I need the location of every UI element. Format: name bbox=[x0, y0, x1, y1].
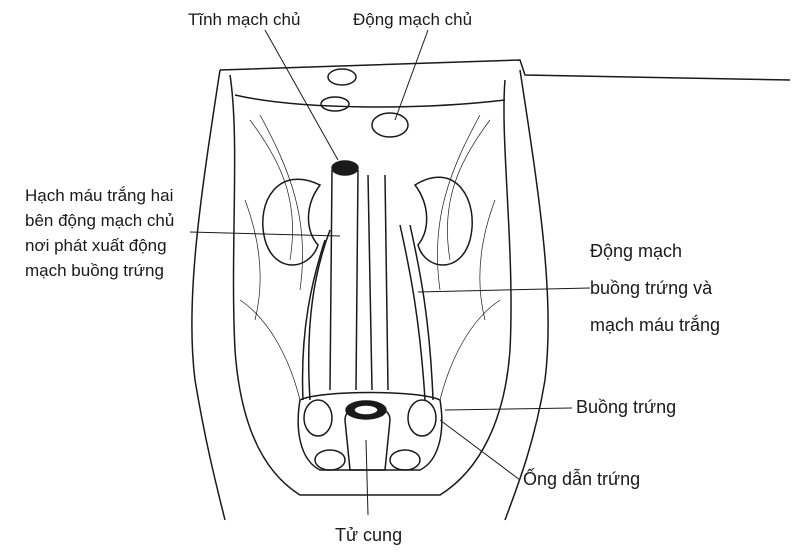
left-ovary bbox=[303, 399, 333, 437]
label-line: buồng trứng và bbox=[590, 278, 713, 298]
label-line: nơi phát xuất động bbox=[25, 236, 167, 255]
pelvic-structure-right bbox=[389, 449, 421, 471]
label-fallopian-tube: Ống dẫn trứng bbox=[523, 469, 641, 489]
label-lymph-nodes: Hạch máu trắng hai bên động mạch chủ nơi… bbox=[25, 183, 174, 283]
label-ovarian-artery: Động mạch buồng trứng và mạch máu trắng bbox=[590, 233, 720, 344]
label-vena-cava: Tĩnh mạch chủ bbox=[188, 10, 301, 29]
aorta-cut-top bbox=[371, 112, 409, 138]
label-uterus: Tử cung bbox=[335, 525, 403, 545]
cut-edge bbox=[234, 94, 506, 108]
label-ovary: Buồng trứng bbox=[576, 397, 677, 417]
pelvic-structure-left bbox=[314, 449, 346, 471]
right-ovary bbox=[407, 399, 437, 437]
leader-lines bbox=[189, 29, 591, 516]
vena-cava-cut bbox=[331, 160, 359, 176]
ovarian-vessel-left-2 bbox=[301, 239, 326, 401]
ovarian-vessel-left bbox=[307, 229, 331, 401]
label-aorta: Động mạch chủ bbox=[353, 10, 473, 29]
rectum-lumen bbox=[353, 404, 379, 416]
label-line: Hạch máu trắng hai bbox=[25, 186, 174, 205]
abdominal-wall bbox=[219, 59, 791, 496]
label-line: bên động mạch chủ bbox=[25, 211, 175, 230]
label-line: Động mạch bbox=[590, 241, 683, 261]
ovarian-vessel-right bbox=[399, 224, 426, 401]
left-kidney bbox=[262, 178, 322, 266]
vena-cava bbox=[329, 169, 359, 391]
torso-outline bbox=[191, 69, 549, 521]
label-line: mạch buồng trứng bbox=[25, 261, 164, 280]
ovarian-vessel-right-2 bbox=[409, 224, 434, 401]
label-line: mạch máu trắng bbox=[590, 315, 721, 335]
aorta bbox=[367, 174, 389, 391]
pelvic-floor bbox=[297, 391, 443, 471]
right-kidney bbox=[413, 176, 473, 266]
esophagus-cut bbox=[327, 68, 357, 86]
vessel-cut bbox=[320, 96, 350, 112]
